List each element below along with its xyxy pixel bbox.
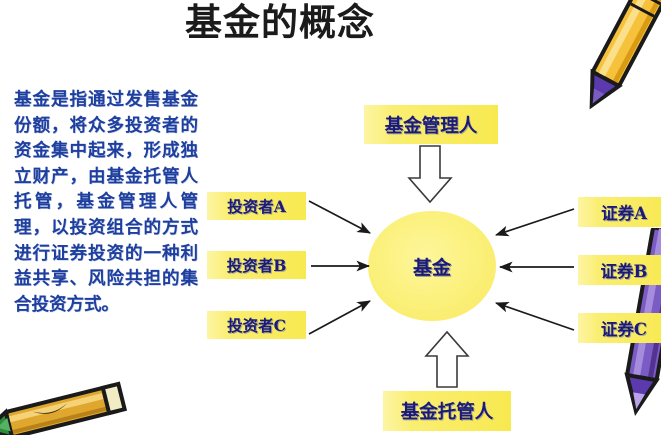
fund-center-node[interactable]: 基金 (368, 211, 496, 321)
node-investor-a-label: 投资者A (227, 197, 286, 216)
arrow-investor-a (308, 200, 371, 234)
description-paragraph: 基金是指通过发售基金份额，将众多投资者的资金集中起来，形成独立财产，由基金托管人… (14, 90, 198, 315)
node-investor-c-label: 投资者C (227, 316, 286, 335)
block-arrow-custodian-up (424, 330, 470, 388)
node-security-c-label: 证券C (600, 320, 648, 339)
node-fund-custodian-label: 基金托管人 (400, 402, 494, 423)
node-fund-custodian[interactable]: 基金托管人 (383, 391, 511, 431)
fund-center-label: 基金 (412, 256, 451, 279)
node-security-a[interactable]: 证券A (578, 197, 661, 227)
node-investor-a[interactable]: 投资者A (207, 192, 306, 220)
node-investor-b-label: 投资者B (226, 256, 287, 275)
arrow-security-c (495, 301, 575, 331)
node-security-b-label: 证券B (600, 262, 648, 281)
pencil-bottom-left-icon (0, 368, 138, 435)
node-investor-c[interactable]: 投资者C (207, 311, 306, 339)
node-fund-manager-label: 基金管理人 (384, 115, 478, 137)
arrow-investor-c (308, 300, 371, 335)
node-security-c[interactable]: 证券C (578, 313, 661, 343)
node-fund-manager[interactable]: 基金管理人 (364, 105, 498, 144)
node-investor-b[interactable]: 投资者B (207, 251, 306, 279)
node-security-a-label: 证券A (601, 204, 647, 223)
slide-title: 基金的概念 (185, 0, 375, 44)
block-arrow-manager-down (407, 145, 453, 204)
pencil-top-right-icon (571, 0, 661, 124)
arrow-security-a (495, 208, 575, 237)
node-security-b[interactable]: 证券B (578, 255, 661, 285)
